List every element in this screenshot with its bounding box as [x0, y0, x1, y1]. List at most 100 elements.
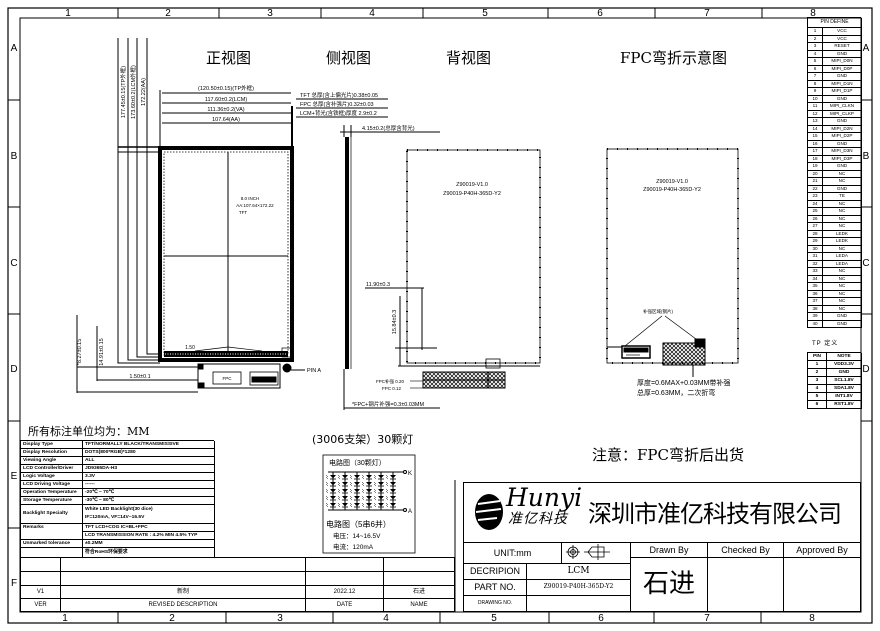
rev-name — [383, 557, 455, 572]
pin-name: GND — [823, 320, 862, 328]
back-label-line-2: Z90019-P40H-365D-Y2 — [443, 191, 501, 197]
pin-name: NC — [823, 283, 862, 291]
pin-name: VCC — [823, 35, 862, 43]
logo-subtitle: 准亿科技 — [508, 511, 568, 527]
side-view — [296, 98, 440, 410]
side-dim-1: TFT 总厚(含上偏光片)0.38±0.05 — [300, 91, 378, 99]
pin-name: GND — [823, 118, 862, 126]
pin-no: 32 — [808, 260, 823, 268]
back-dim-horizontal: 11.90±0.3 — [366, 282, 390, 288]
tp-pin-name: INT1.8V — [827, 393, 862, 401]
tp-pin-no: 5 — [808, 393, 827, 401]
front-view — [76, 38, 305, 393]
pin-name: NC — [823, 298, 862, 306]
pin-no: 18 — [808, 155, 823, 163]
checked-by-signature — [707, 557, 784, 612]
front-dim-left-2: 173.60±0.2(LCM外框) — [129, 65, 137, 119]
pin-no: 24 — [808, 200, 823, 208]
tp-pin-no: 2 — [808, 369, 827, 377]
spec-value: -20℃ ~ 70℃ — [83, 489, 215, 497]
pin-name: MIPI_D2N — [823, 125, 862, 133]
unit-cell: UNIT:mm — [463, 542, 562, 564]
front-dim-top-1: (120.50±0.15)(TP外框) — [198, 84, 254, 92]
front-dim-top-4: 107.64(AA) — [212, 117, 240, 123]
back-view-title: 背视图 — [446, 49, 492, 67]
stiffener-label: 补强区域(钢片) — [643, 308, 673, 315]
zone-col-6: 6 — [597, 8, 603, 19]
pin-no: 29 — [808, 238, 823, 246]
fpc-label-line-2: Z90019-P40H-365D-Y2 — [643, 187, 701, 193]
pin-no: 14 — [808, 125, 823, 133]
spec-table-title: 所有标注单位均为：MM — [28, 425, 150, 438]
tp-pin-name: GND — [827, 369, 862, 377]
fpc-bending-view-labels: Z90019-V1.0 Z90019-P40H-365D-Y2 补强区域(钢片)… — [637, 179, 730, 397]
drawing-no-label: DRAWING NO. — [463, 595, 527, 612]
pin-name: GND — [823, 163, 862, 171]
zone-col-4: 4 — [369, 8, 375, 19]
tp-pin-name: SCL1.8V — [827, 377, 862, 385]
pin-no: 31 — [808, 253, 823, 261]
circuit-current: 电流：120mA — [333, 542, 374, 551]
front-dim-bottom-left-2: 14.91±0.15 — [99, 338, 105, 366]
spec-value: DOTS(800*RGB)*1280 — [83, 449, 215, 457]
tp-pin-name: VDD3.3V — [827, 361, 862, 369]
pin-name: MIPI_D0N — [823, 58, 862, 66]
pin-no: 33 — [808, 268, 823, 276]
tp-pin-no: 4 — [808, 385, 827, 393]
front-view-labels: (120.50±0.15)(TP外框) 117.60±0.2(LCM) 111.… — [77, 65, 321, 381]
front-view-title: 正视图 — [206, 49, 252, 67]
pin-no: 12 — [808, 110, 823, 118]
pin-name: RESET — [823, 43, 862, 51]
front-dim-left-1: 177.45±0.15(TP外框) — [119, 66, 127, 118]
zone-row-e: E — [11, 471, 18, 482]
pin-no: 15 — [808, 133, 823, 141]
shipping-note: 注意：FPC弯折后出货 — [592, 446, 744, 464]
zone-row-c: C — [10, 258, 17, 269]
rev-desc — [60, 571, 306, 586]
fpc-view-title: FPC弯折示意图 — [620, 49, 727, 67]
approved-by-signature — [783, 557, 861, 612]
side-view-title: 侧视图 — [326, 49, 372, 67]
zone-col-1-bottom: 1 — [62, 613, 68, 624]
pin-name: NC — [823, 223, 862, 231]
back-fpc-label-2: FPC 0.12 — [382, 386, 402, 391]
fpc-tail-label: FPC — [223, 376, 233, 381]
fpc-note-2: 总厚=0.63MM，二次折弯 — [637, 388, 715, 397]
spec-value: ALL — [83, 457, 215, 465]
pin-name: LEDK — [823, 230, 862, 238]
side-dim-3: LCM+背光(含铁框)厚度 2.9±0.2 — [300, 109, 377, 117]
circuit-title: (3006支架）30颗灯 — [312, 433, 414, 446]
front-dim-bottom-left-3: 1.50±0.1 — [129, 374, 150, 380]
pin-name: TE — [823, 193, 862, 201]
rev-desc: 新制 — [60, 585, 306, 599]
pin-name: GND — [823, 95, 862, 103]
spec-value: -30℃ ~ 80℃ — [83, 497, 215, 505]
spec-value: ±0.2MM — [83, 540, 215, 548]
pin-name: NC — [823, 208, 862, 216]
pin-no: 39 — [808, 313, 823, 321]
pin-no: 36 — [808, 290, 823, 298]
pin-no: 3 — [808, 43, 823, 51]
spec-value: ------ — [83, 481, 215, 489]
anode-label: A — [408, 509, 412, 515]
pin-name: MIPI_D2P — [823, 133, 862, 141]
pin-name: MIPI_CLKN — [823, 103, 862, 111]
zone-row-b: B — [11, 151, 18, 162]
pin-no: 40 — [808, 320, 823, 328]
pin-name: NC — [823, 200, 862, 208]
first-angle-projection-icon — [566, 544, 610, 560]
rev-header-ver: VER — [20, 598, 61, 612]
led-array — [325, 474, 397, 508]
spec-label: Display Type — [21, 441, 83, 449]
front-dim-left-3: 172.22(AA) — [141, 78, 147, 106]
spec-label: LCD Controller/Driver — [21, 465, 83, 473]
pin-name: NC — [823, 245, 862, 253]
pin-no: 6 — [808, 65, 823, 73]
projection-cell — [561, 542, 631, 564]
zone-row-d-right: D — [862, 364, 869, 375]
spec-value: IF=120mA, VF=14V~16.5V — [85, 515, 145, 520]
pin-name: NC — [823, 305, 862, 313]
pin-name: NC — [823, 268, 862, 276]
zone-row-c-right: C — [862, 258, 869, 269]
